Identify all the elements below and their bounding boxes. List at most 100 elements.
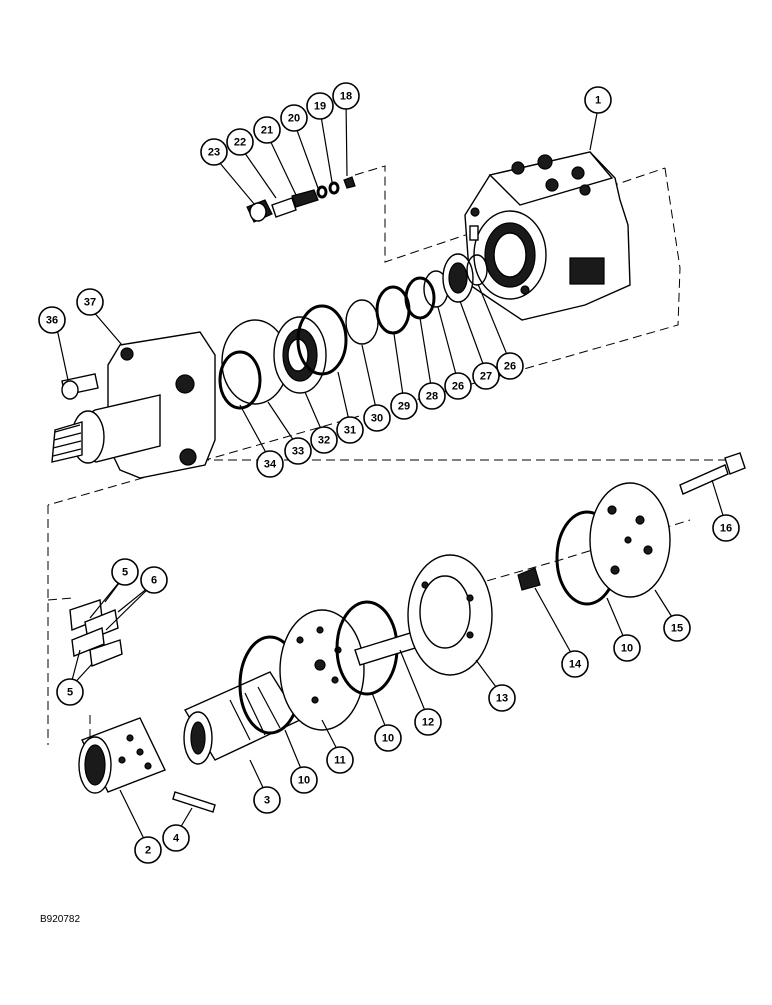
cap-screw [679,452,746,495]
gerotor-parts [238,482,671,735]
end-cap-housing [51,331,216,479]
callout-19: 19 [306,92,334,120]
callout-label: 30 [371,413,383,425]
callout-circle [390,392,418,420]
callout-label: 11 [334,755,346,767]
callout-label: 19 [314,101,326,113]
callout-26: 26 [444,372,472,400]
callout-circle [488,684,516,712]
callout-label: 20 [288,113,300,125]
callout-circle [414,708,442,736]
callout-label: 34 [264,459,277,471]
callout-circle [613,634,641,662]
callout-label: 2 [145,845,151,857]
callout-circle [663,614,691,642]
callout-label: 32 [318,435,330,447]
spool [183,671,302,765]
valve-body-housing [464,151,631,321]
callout-18: 18 [332,82,360,110]
callout-label: 1 [595,95,601,107]
callout-3: 3 [253,786,281,814]
callout-37: 37 [76,288,104,316]
callout-circle [584,86,612,114]
callout-label: 6 [151,575,157,587]
relief-valve-parts [246,176,356,223]
callout-10: 10 [374,724,402,752]
callout-circle [226,128,254,156]
callout-label: 28 [426,391,438,403]
callout-1: 1 [584,86,612,114]
callout-14: 14 [561,650,589,678]
callout-circle [363,404,391,432]
callout-circle [256,450,284,478]
callout-circle [332,82,360,110]
callout-label: 36 [46,315,58,327]
callout-label: 27 [480,371,492,383]
callout-28: 28 [418,382,446,410]
seal-stack [218,253,488,410]
callout-circle [280,104,308,132]
callout-16: 16 [712,514,740,542]
callout-circle [712,514,740,542]
callout-label: 10 [382,733,394,745]
callout-2: 2 [134,836,162,864]
callout-6: 6 [140,566,168,594]
callout-label: 18 [340,91,352,103]
callout-label: 13 [496,693,508,705]
callout-group: 1234556101010111213141516181920212223262… [38,82,740,864]
callout-circle [472,362,500,390]
callout-label: 10 [298,775,310,787]
callout-label: 21 [261,125,273,137]
callout-circle [284,437,312,465]
callout-circle [290,766,318,794]
callout-circle [374,724,402,752]
callout-label: 37 [84,297,96,309]
callout-label: 10 [621,643,633,655]
callout-32: 32 [310,426,338,454]
callout-label: 4 [173,833,180,845]
callout-12: 12 [414,708,442,736]
callout-label: 23 [208,147,220,159]
callout-circle [253,786,281,814]
callout-13: 13 [488,684,516,712]
callout-30: 30 [363,404,391,432]
callout-27: 27 [472,362,500,390]
callout-label: 14 [569,659,582,671]
callout-circle [326,746,354,774]
pin [172,791,216,813]
callout-circle [140,566,168,594]
callout-10: 10 [290,766,318,794]
callout-label: 3 [264,795,270,807]
callout-circle [253,116,281,144]
callout-label: 29 [398,401,410,413]
callout-5: 5 [56,678,84,706]
callout-10: 10 [613,634,641,662]
callout-label: 12 [422,717,434,729]
centering-springs [69,599,123,667]
callout-label: 16 [720,523,732,535]
callout-20: 20 [280,104,308,132]
callout-circle [200,138,228,166]
callout-26: 26 [496,352,524,380]
drawing-id-label: B920782 [40,914,81,925]
callout-circle [56,678,84,706]
callout-21: 21 [253,116,281,144]
callout-33: 33 [284,437,312,465]
callout-circle [134,836,162,864]
callout-circle [418,382,446,410]
callout-label: 5 [122,567,128,579]
callout-circle [336,416,364,444]
callout-circle [496,352,524,380]
callout-22: 22 [226,128,254,156]
callout-label: 33 [292,446,304,458]
callout-label: 15 [671,623,683,635]
callout-15: 15 [663,614,691,642]
callout-circle [561,650,589,678]
callout-36: 36 [38,306,66,334]
callout-29: 29 [390,392,418,420]
callout-circle [444,372,472,400]
callout-label: 26 [504,361,516,373]
callout-label: 26 [452,381,464,393]
callout-circle [38,306,66,334]
